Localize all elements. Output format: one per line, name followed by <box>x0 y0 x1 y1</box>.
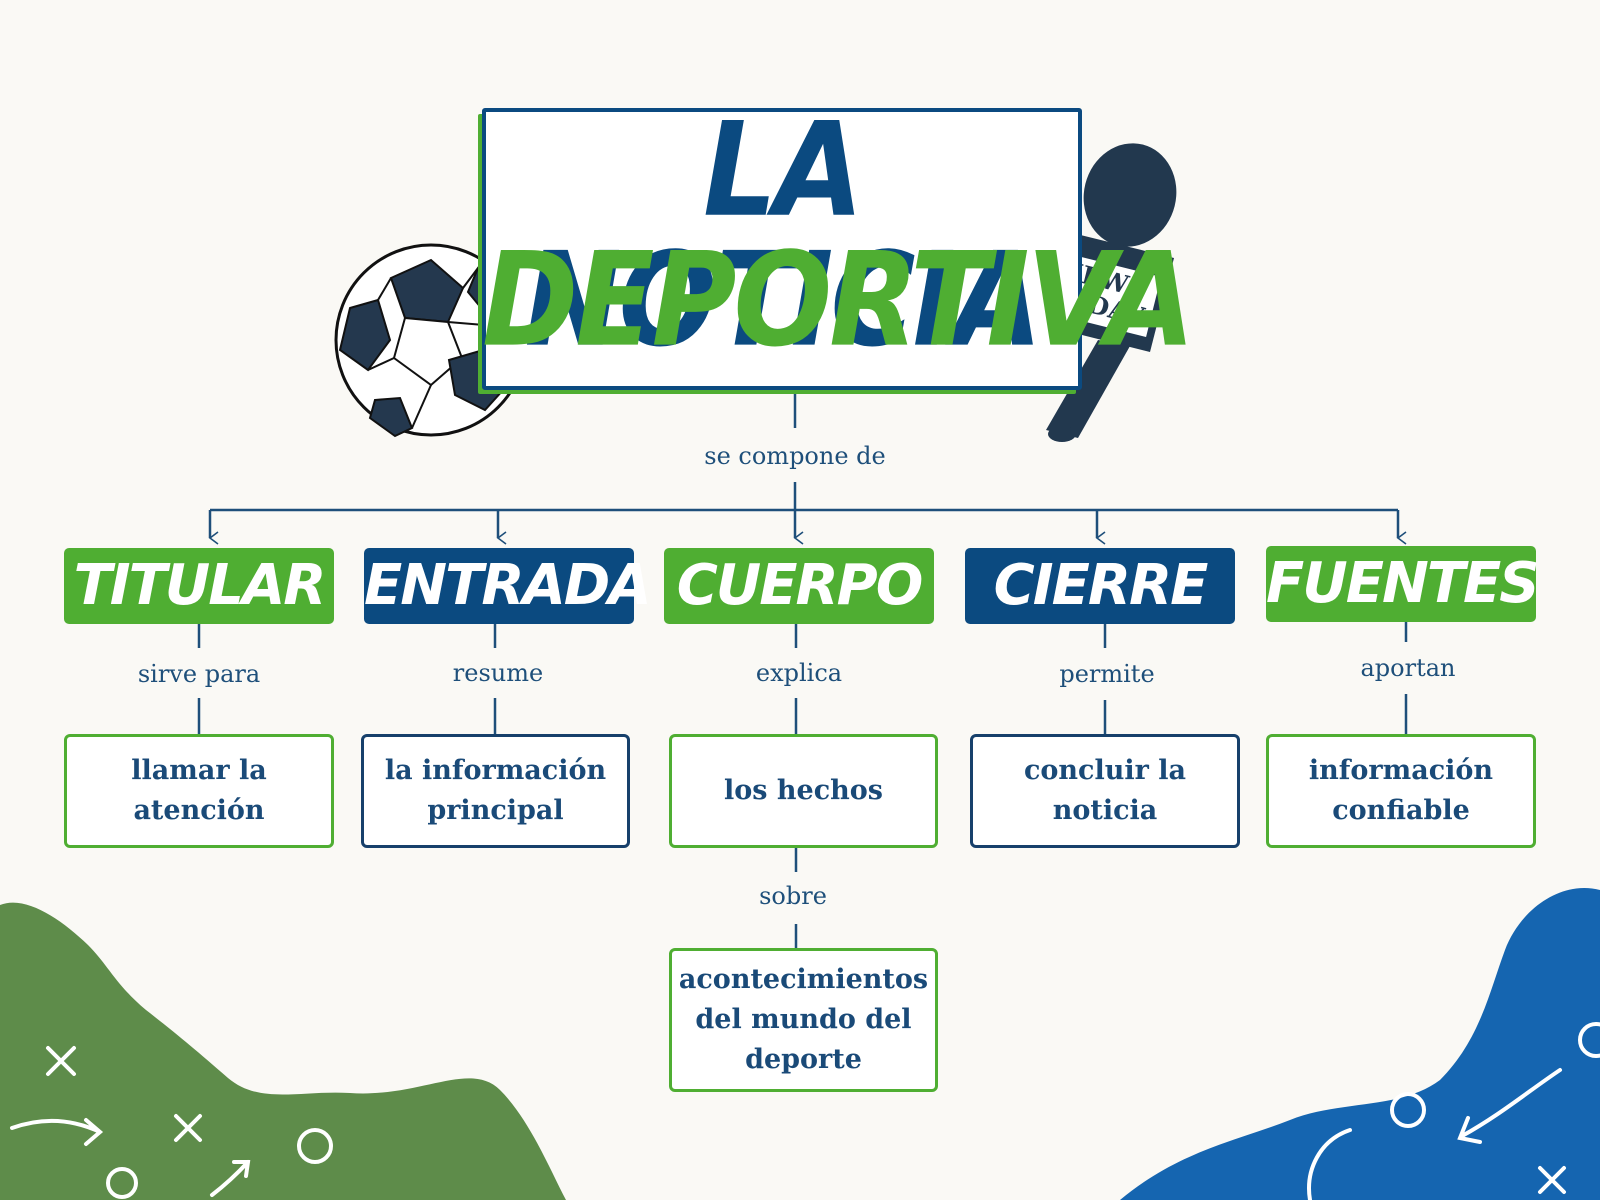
soccer-ball-icon <box>334 243 528 438</box>
card-entrada-text: la información principal <box>384 755 607 826</box>
connector-label-fuentes: aportan <box>1360 654 1456 682</box>
card-cuerpo-text: los hechos <box>724 775 883 806</box>
node-cierre: CIERRE <box>965 548 1235 624</box>
connector-label-sobre: sobre <box>759 882 827 910</box>
connector-label-cuerpo: explica <box>755 659 843 687</box>
card-fuentes-text: información confiable <box>1308 755 1494 826</box>
corner-decoration-blue <box>1120 888 1600 1200</box>
title-line-2: DEPORTIVA <box>482 224 1195 377</box>
card-cierre-text: concluir la noticia <box>1023 755 1187 826</box>
card-cuerpo: los hechos <box>669 734 938 848</box>
arrow-icon <box>1307 1128 1352 1200</box>
node-cuerpo: CUERPO <box>664 548 934 624</box>
card-cierre: concluir la noticia <box>970 734 1240 848</box>
circle-mark-icon <box>1390 1092 1426 1128</box>
connector-label-cierre: permite <box>1059 660 1155 688</box>
node-titular: TITULAR <box>64 548 334 624</box>
diagram-connectors <box>197 394 1408 948</box>
card-acontecimientos: acontecimientos del mundo del deporte <box>669 948 938 1092</box>
root-connector-label: se compone de <box>704 442 886 470</box>
node-fuentes: FUENTES <box>1266 546 1540 622</box>
card-titular-text: llamar la atención <box>131 755 267 826</box>
title-box <box>482 108 1082 390</box>
connector-label-titular: sirve para <box>137 660 261 688</box>
circle-mark-icon <box>1578 1022 1600 1058</box>
connector-label-entrada: resume <box>452 659 544 687</box>
card-entrada: la información principal <box>361 734 630 848</box>
circle-mark-icon <box>297 1128 333 1164</box>
card-acontecimientos-text: acontecimientos del mundo del deporte <box>678 964 929 1075</box>
arrow-icon <box>1457 1068 1562 1144</box>
cross-mark-icon <box>1538 1166 1566 1194</box>
card-titular: llamar la atención <box>64 734 334 848</box>
arrow-icon <box>10 1118 104 1146</box>
arrow-icon <box>210 1160 251 1197</box>
cross-mark-icon <box>46 1046 76 1076</box>
corner-decoration-green <box>0 902 566 1200</box>
title-line-1: LA NOTICIA <box>524 94 1042 376</box>
node-entrada: ENTRADA <box>364 548 652 624</box>
card-fuentes: información confiable <box>1266 734 1536 848</box>
cross-mark-icon <box>174 1114 202 1142</box>
circle-mark-icon <box>106 1167 138 1199</box>
